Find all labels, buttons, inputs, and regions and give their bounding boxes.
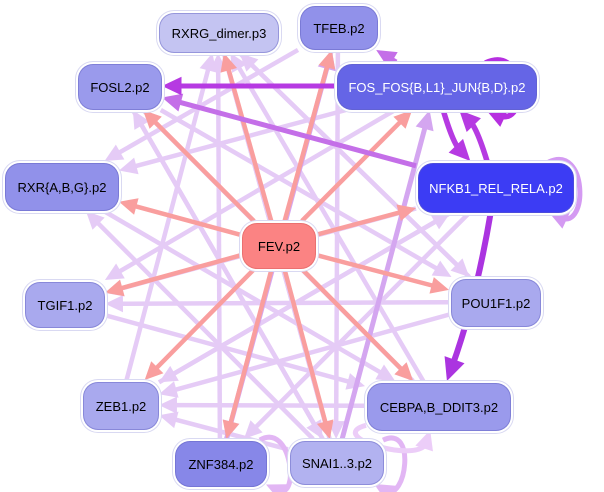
edge-FOS-NFKB[interactable]	[440, 109, 471, 161]
node-TFEB[interactable]: TFEB.p2	[300, 6, 378, 50]
edge-FOS-TFEB[interactable]	[376, 50, 398, 68]
graph-node-label: ZNF384.p2	[188, 456, 254, 472]
graph-node-label: FOS_FOS{B,L1}_JUN{B,D}.p2	[348, 79, 526, 95]
edge-RXR-CEBPA[interactable]	[102, 209, 396, 381]
self-loop-ZNF384[interactable]	[258, 434, 293, 492]
node-SNAI[interactable]: SNAI1..3.p2	[290, 441, 384, 485]
edge-RXRG-POU1F1[interactable]	[237, 51, 470, 277]
node-FEV[interactable]: FEV.p2	[242, 223, 316, 269]
node-CEBPA[interactable]: CEBPA,B_DDIT3.p2	[367, 383, 511, 431]
node-FOS[interactable]: FOS_FOS{B,L1}_JUN{B,D}.p2	[337, 64, 537, 110]
edge-FEV-RXR[interactable]	[119, 198, 241, 237]
edge-NFKB-FOSL2[interactable]	[162, 93, 417, 169]
node-RXR[interactable]: RXR{A,B,G}.p2	[5, 163, 119, 211]
edge-TGIF1-CEBPA[interactable]	[104, 313, 365, 390]
edge-FOSL2-POU1F1[interactable]	[159, 108, 452, 277]
edge-FOS-TGIF1[interactable]	[104, 108, 397, 280]
edge-SNAI-RXR[interactable]	[85, 211, 315, 441]
edge-FEV-FOS[interactable]	[300, 110, 413, 223]
graph-node-label: ZEB1.p2	[95, 398, 147, 414]
node-TGIF1[interactable]: TGIF1.p2	[25, 282, 105, 328]
edge-FOS-RXR[interactable]	[119, 107, 347, 175]
edge-FEV-FOSL2[interactable]	[143, 110, 256, 223]
edge-FOS-FOSL2[interactable]	[162, 76, 336, 96]
edge-FEV-ZNF384[interactable]	[222, 268, 274, 439]
edge-CEBPA-ZEB1[interactable]	[159, 396, 366, 414]
edge-ZEB1-NFKB[interactable]	[157, 213, 451, 385]
graph-node-label: FOSL2.p2	[90, 79, 150, 95]
edge-FEV-SNAI[interactable]	[282, 268, 334, 439]
graph-node-label: RXRG_dimer.p3	[171, 25, 267, 41]
graph-node-label: CEBPA,B_DDIT3.p2	[379, 399, 499, 415]
graph-node-label: SNAI1..3.p2	[301, 455, 373, 471]
node-NFKB[interactable]: NFKB1_REL_RELA.p2	[418, 163, 574, 213]
graph-node-label: TGIF1.p2	[37, 297, 93, 313]
edge-FEV-POU1F1[interactable]	[315, 252, 449, 294]
edge-NFKB-FOS[interactable]	[459, 110, 490, 162]
edge-FEV-RXRG[interactable]	[220, 53, 274, 222]
graph-node-label: TFEB.p2	[313, 20, 365, 36]
edge-FEV-ZEB1[interactable]	[144, 267, 256, 380]
graph-node-label: POU1F1.p2	[461, 295, 531, 311]
edge-FEV-TGIF1[interactable]	[105, 253, 241, 297]
node-ZEB1[interactable]: ZEB1.p2	[83, 382, 159, 430]
edge-TFEB-RXR[interactable]	[104, 48, 300, 161]
graph-node-label: RXR{A,B,G}.p2	[17, 179, 107, 195]
self-loop-NFKB[interactable]	[547, 157, 583, 229]
graph-node-label: FEV.p2	[257, 238, 301, 254]
edge-FEV-CEBPA[interactable]	[300, 267, 414, 381]
node-FOSL2[interactable]: FOSL2.p2	[78, 64, 162, 110]
edge-FEV-NFKB[interactable]	[315, 204, 416, 238]
node-RXRG[interactable]: RXRG_dimer.p3	[159, 13, 279, 53]
graph-node-label: NFKB1_REL_RELA.p2	[429, 180, 563, 196]
node-POU1F1[interactable]: POU1F1.p2	[451, 279, 541, 327]
self-loop-SNAI[interactable]	[374, 435, 408, 492]
node-ZNF384[interactable]: ZNF384.p2	[175, 441, 267, 487]
edge-POU1F1-TGIF1[interactable]	[105, 295, 450, 313]
